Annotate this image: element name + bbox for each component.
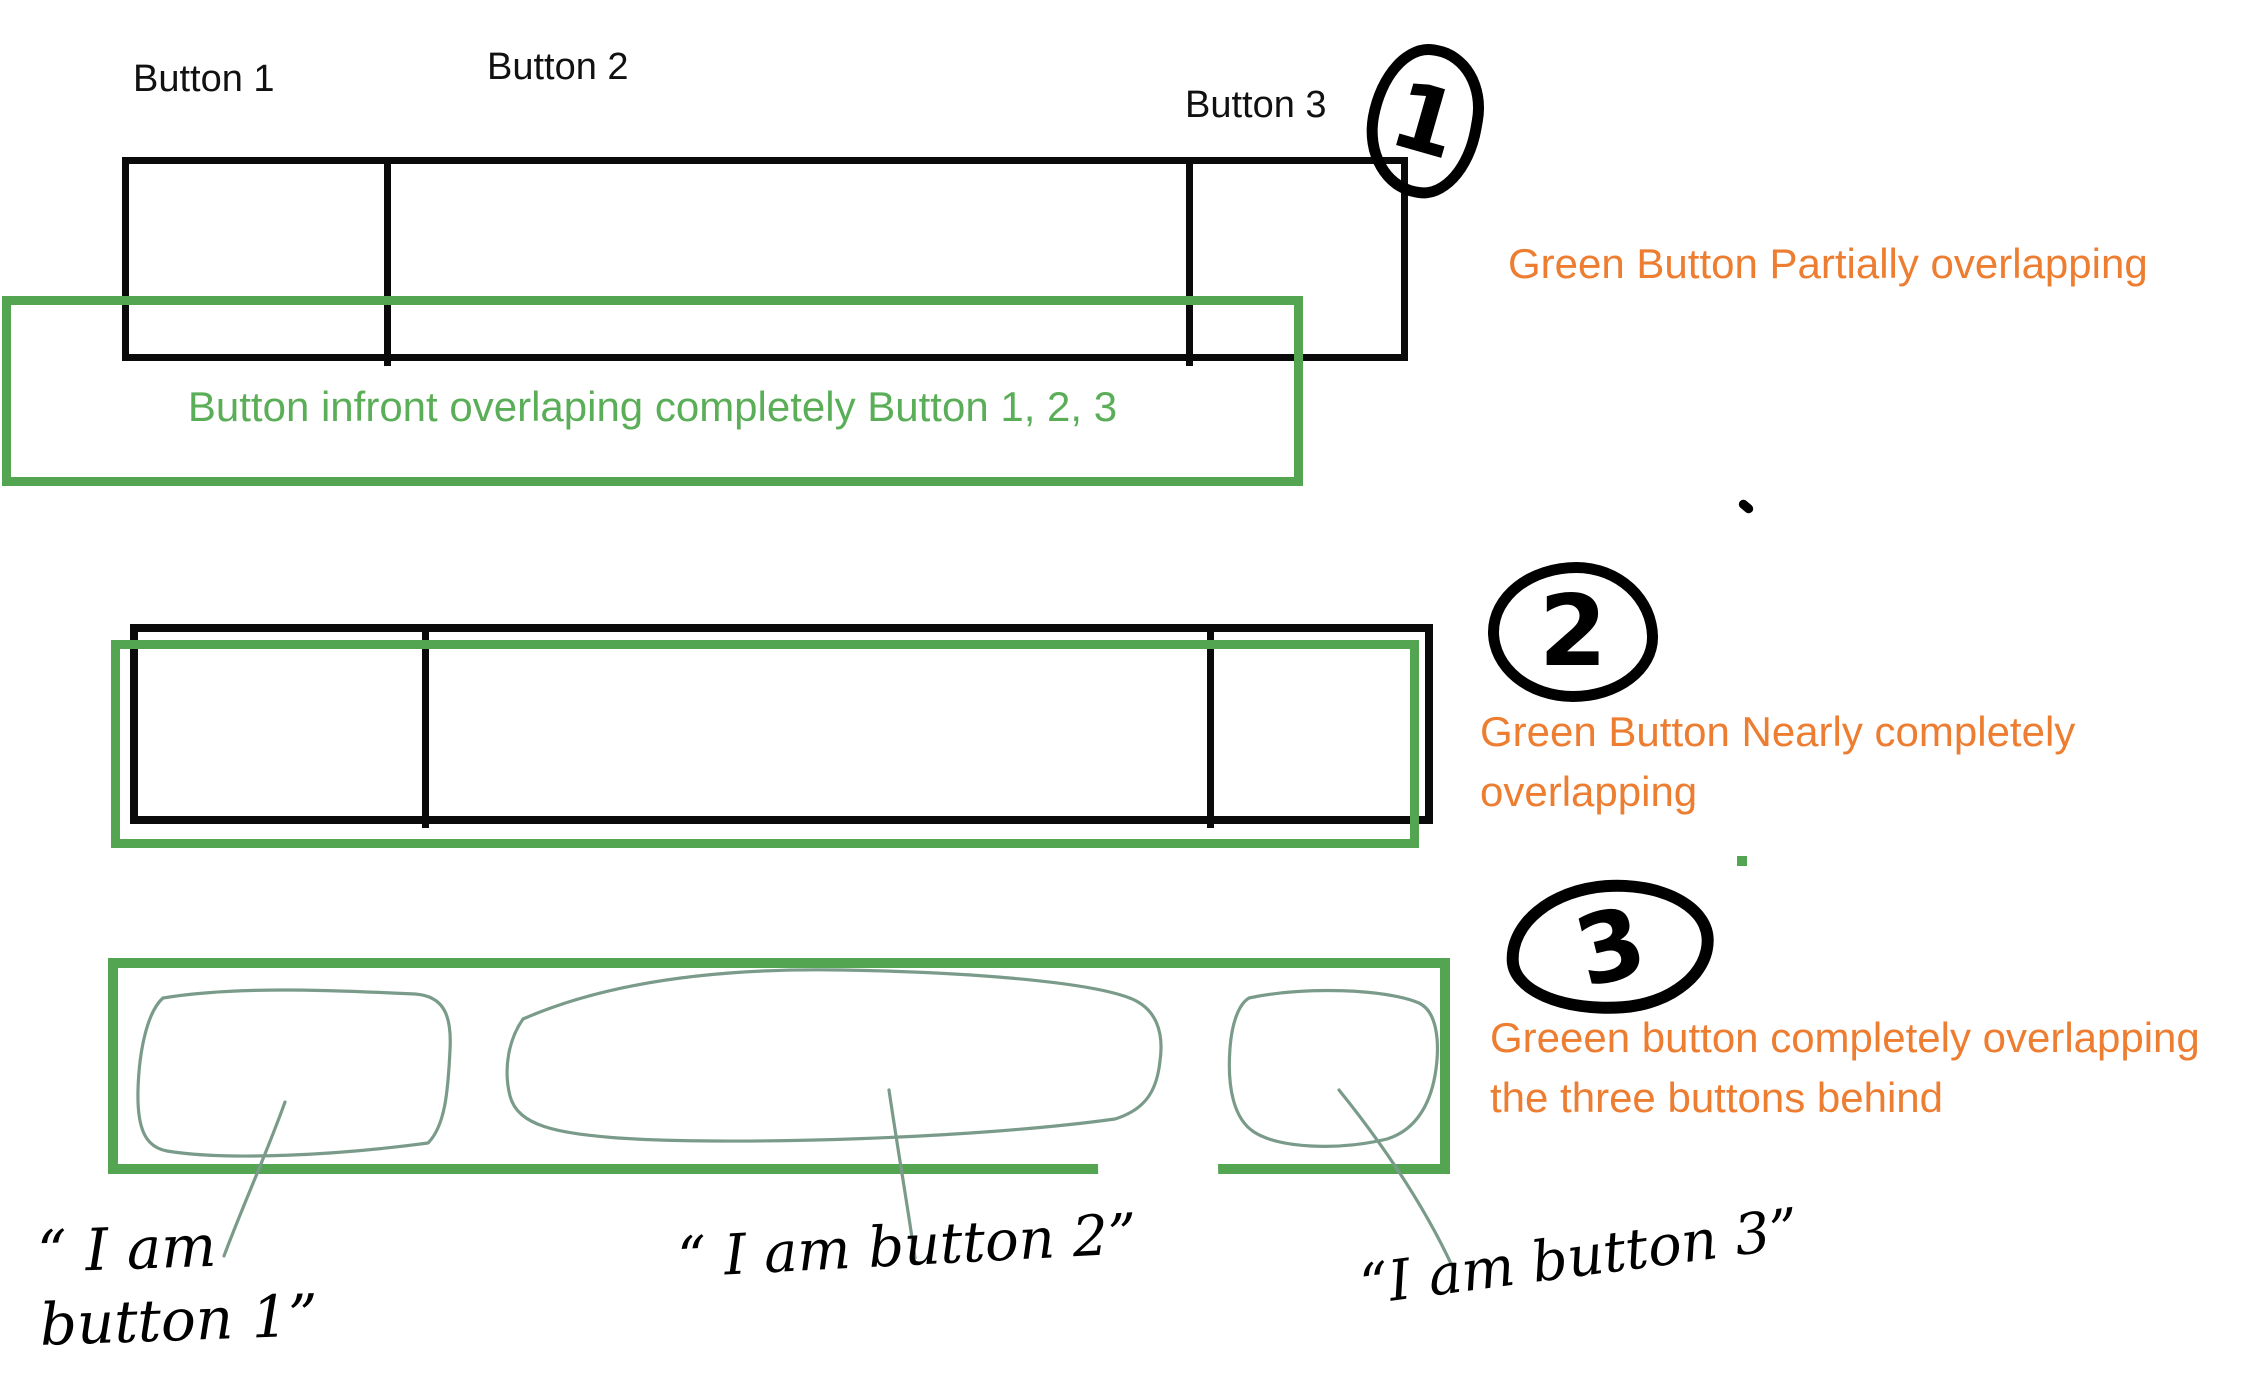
button-2-label: Button 2 [487, 46, 629, 88]
button-3-label: Button 3 [1185, 84, 1327, 126]
sketched-button-1 [136, 988, 452, 1158]
annotation-scene-1: Green Button Partially overlapping [1508, 240, 2148, 287]
annotation-scene-3: Greeen button completely overlapping the… [1490, 1014, 2200, 1121]
button-1-label: Button 1 [133, 58, 275, 100]
leader-line-button-1 [222, 1100, 287, 1258]
green-overlay-button-2 [111, 640, 1419, 848]
button-divider [1207, 630, 1214, 828]
step-3-badge: 3 [1501, 872, 1719, 1022]
sketched-button-2 [505, 968, 1163, 1143]
green-overlay-button-1: Button infront overlaping completely But… [2, 296, 1303, 486]
leader-line-button-2 [887, 1088, 917, 1260]
green-overlay-button-3 [108, 958, 1450, 1174]
step-3-number: 3 [1564, 884, 1656, 1010]
green-overlay-caption: Button infront overlaping completely But… [187, 383, 1118, 430]
step-1-number: 1 [1379, 60, 1471, 181]
stray-green-dot [1737, 856, 1747, 866]
button-row-outline-2 [130, 624, 1433, 828]
annotation-scene-2: Green Button Nearly completely overlappi… [1480, 708, 2076, 815]
button-divider [1186, 162, 1193, 366]
button-divider [384, 162, 391, 366]
handwritten-quote-button-1: “ I am button 1” [36, 1211, 320, 1359]
step-2-number: 2 [1538, 575, 1608, 689]
leader-line-button-3 [1337, 1088, 1455, 1270]
stray-pen-tick [1736, 497, 1756, 516]
sketch-layer [136, 968, 1455, 1270]
step-2-badge: 2 [1488, 562, 1658, 702]
sketched-button-3 [1227, 988, 1440, 1148]
button-divider [422, 630, 429, 828]
button-row-outline-1 [122, 157, 1408, 366]
